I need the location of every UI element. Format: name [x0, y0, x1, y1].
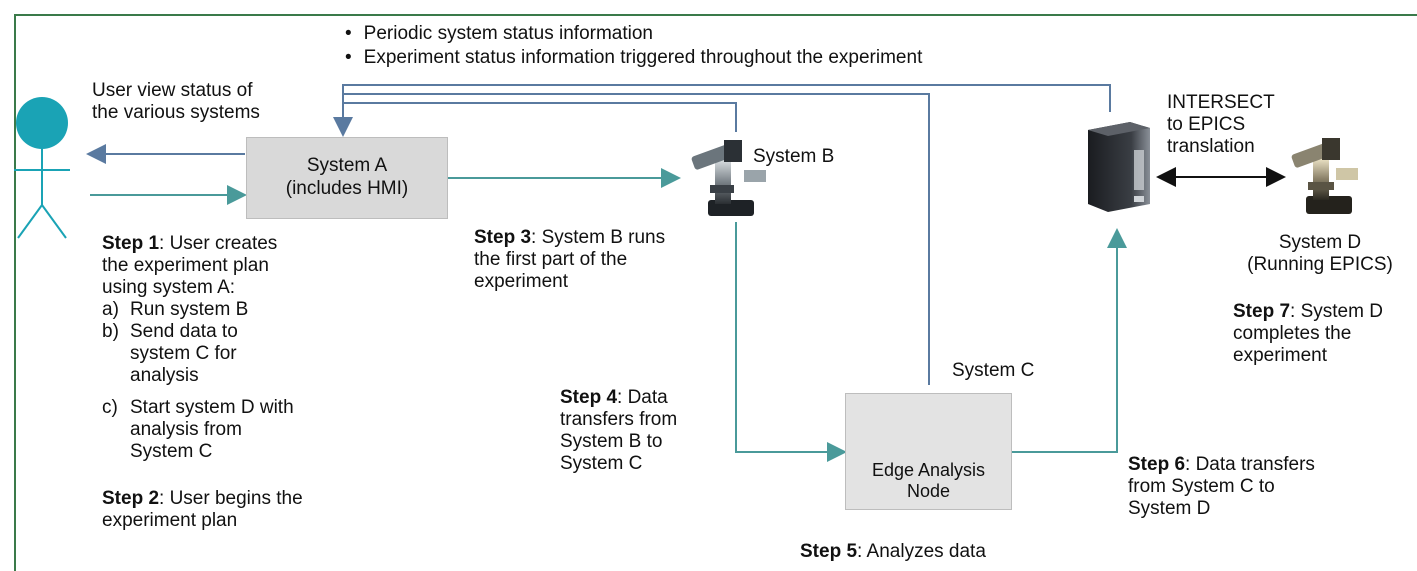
- step7-text: Step 7: System D completes the experimen…: [1233, 301, 1383, 366]
- step1-item-b: b)Send data to system C for analysis: [102, 321, 238, 386]
- user-actor-icon: [14, 97, 70, 239]
- system-b-label: System B: [753, 146, 835, 167]
- step5-text: Step 5: Analyzes data: [800, 541, 986, 562]
- step6-text: Step 6: Data transfers from System C to …: [1128, 454, 1315, 519]
- step4-text: Step 4: Data transfers from System B to …: [560, 387, 678, 474]
- system-a-title: System A: [306, 155, 388, 176]
- edge-analysis-node-box: Edge Analysis Node: [845, 393, 1012, 510]
- intersect-translation-label: INTERSECT to EPICS translation: [1167, 92, 1275, 157]
- user-view-label: User view status of the various systems: [92, 80, 260, 123]
- step1-text: Step 1: User creates the experiment plan…: [102, 233, 278, 298]
- step1-item-c: c)Start system D with analysis from Syst…: [102, 397, 294, 462]
- step2-text: Step 2: User begins the experiment plan: [102, 488, 303, 531]
- intersect-server-icon: [1088, 122, 1150, 212]
- system-b-microscope-icon: [691, 140, 766, 216]
- bullet-experiment-status: Experiment status information triggered …: [345, 46, 923, 70]
- status-bullets: Periodic system status information Exper…: [345, 22, 923, 70]
- system-c-label: System C: [952, 360, 1035, 381]
- step3-text: Step 3: System B runs the first part of …: [474, 227, 666, 292]
- system-a-subtitle: (includes HMI): [285, 178, 409, 199]
- system-a-box: System A (includes HMI): [246, 137, 448, 219]
- system-d-microscope-icon: [1291, 138, 1358, 214]
- diagram-frame: [14, 14, 1417, 571]
- system-d-label: System D (Running EPICS): [1247, 232, 1393, 275]
- bullet-periodic-status: Periodic system status information: [345, 22, 922, 46]
- step1-item-a: a)Run system B: [102, 299, 249, 320]
